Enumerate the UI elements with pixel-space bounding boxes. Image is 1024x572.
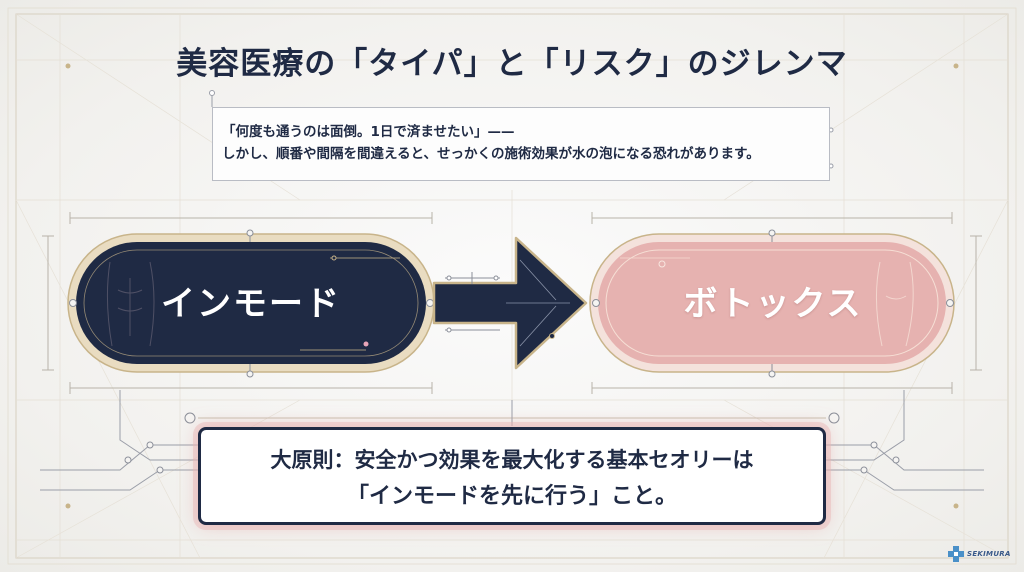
inmode-label: インモード (161, 284, 341, 324)
page-title: 美容医療の「タイパ」と「リスク」のジレンマ (176, 46, 848, 82)
quote-line-2: しかし、順番や間隔を間違えると、せっかくの施術効果が水の泡になる恐れがあります。 (222, 146, 760, 162)
principle-box (198, 427, 826, 525)
botox-label: ボトックス (683, 284, 863, 324)
quote-box (212, 107, 830, 181)
brand-logo: SEKIMURA (948, 544, 1011, 564)
inmode-pill (67, 229, 435, 378)
logo-text: SEKIMURA (967, 550, 1011, 558)
quote-line-1: 「何度も通うのは面倒。1日で済ませたい」—— (222, 124, 515, 140)
principle-line-2: 「インモードを先に行う」こと。 (346, 484, 677, 509)
flow-arrow (432, 236, 588, 370)
botox-pill (589, 229, 955, 378)
principle-line-1: 大原則：安全かつ効果を最大化する基本セオリーは (270, 448, 754, 472)
logo-cross-icon (948, 546, 964, 562)
